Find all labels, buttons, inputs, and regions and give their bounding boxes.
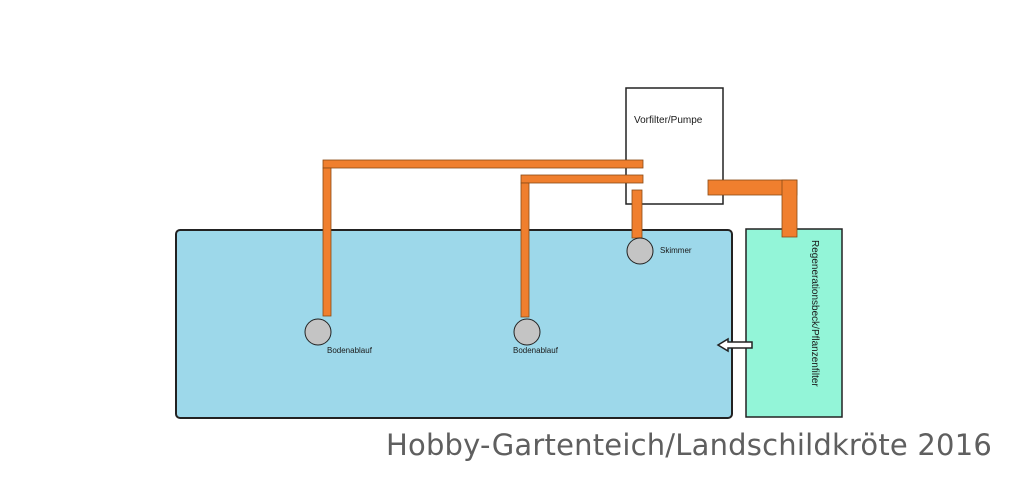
skimmer — [626, 237, 654, 265]
skimmer-label: Skimmer — [660, 246, 692, 255]
prefilter-pump-label: Vorfilter/Pumpe — [634, 115, 703, 126]
pond — [175, 229, 733, 419]
pipe-drain-2-vertical — [520, 182, 530, 318]
bottom-drain-1-label: Bodenablauf — [327, 346, 373, 355]
regeneration-basin — [745, 228, 843, 418]
bottom-drain-2 — [513, 318, 541, 346]
prefilter-pump-box — [625, 87, 724, 205]
pipe-second-horizontal — [520, 174, 644, 184]
arrow-left-icon — [716, 337, 753, 353]
bottom-drain-2-label: Bodenablauf — [513, 346, 559, 355]
caption: Hobby-Gartenteich/Landschildkröte 2016 — [386, 428, 992, 462]
pipe-drain-1-vertical — [322, 167, 332, 317]
pipe-outlet-vertical — [781, 179, 798, 238]
pipe-skimmer-vertical — [631, 189, 643, 239]
bottom-drain-1 — [304, 318, 332, 346]
pipe-top-horizontal — [322, 159, 644, 169]
regeneration-basin-label: Regenerationsbeck/Pflanzenfilter — [809, 240, 820, 387]
